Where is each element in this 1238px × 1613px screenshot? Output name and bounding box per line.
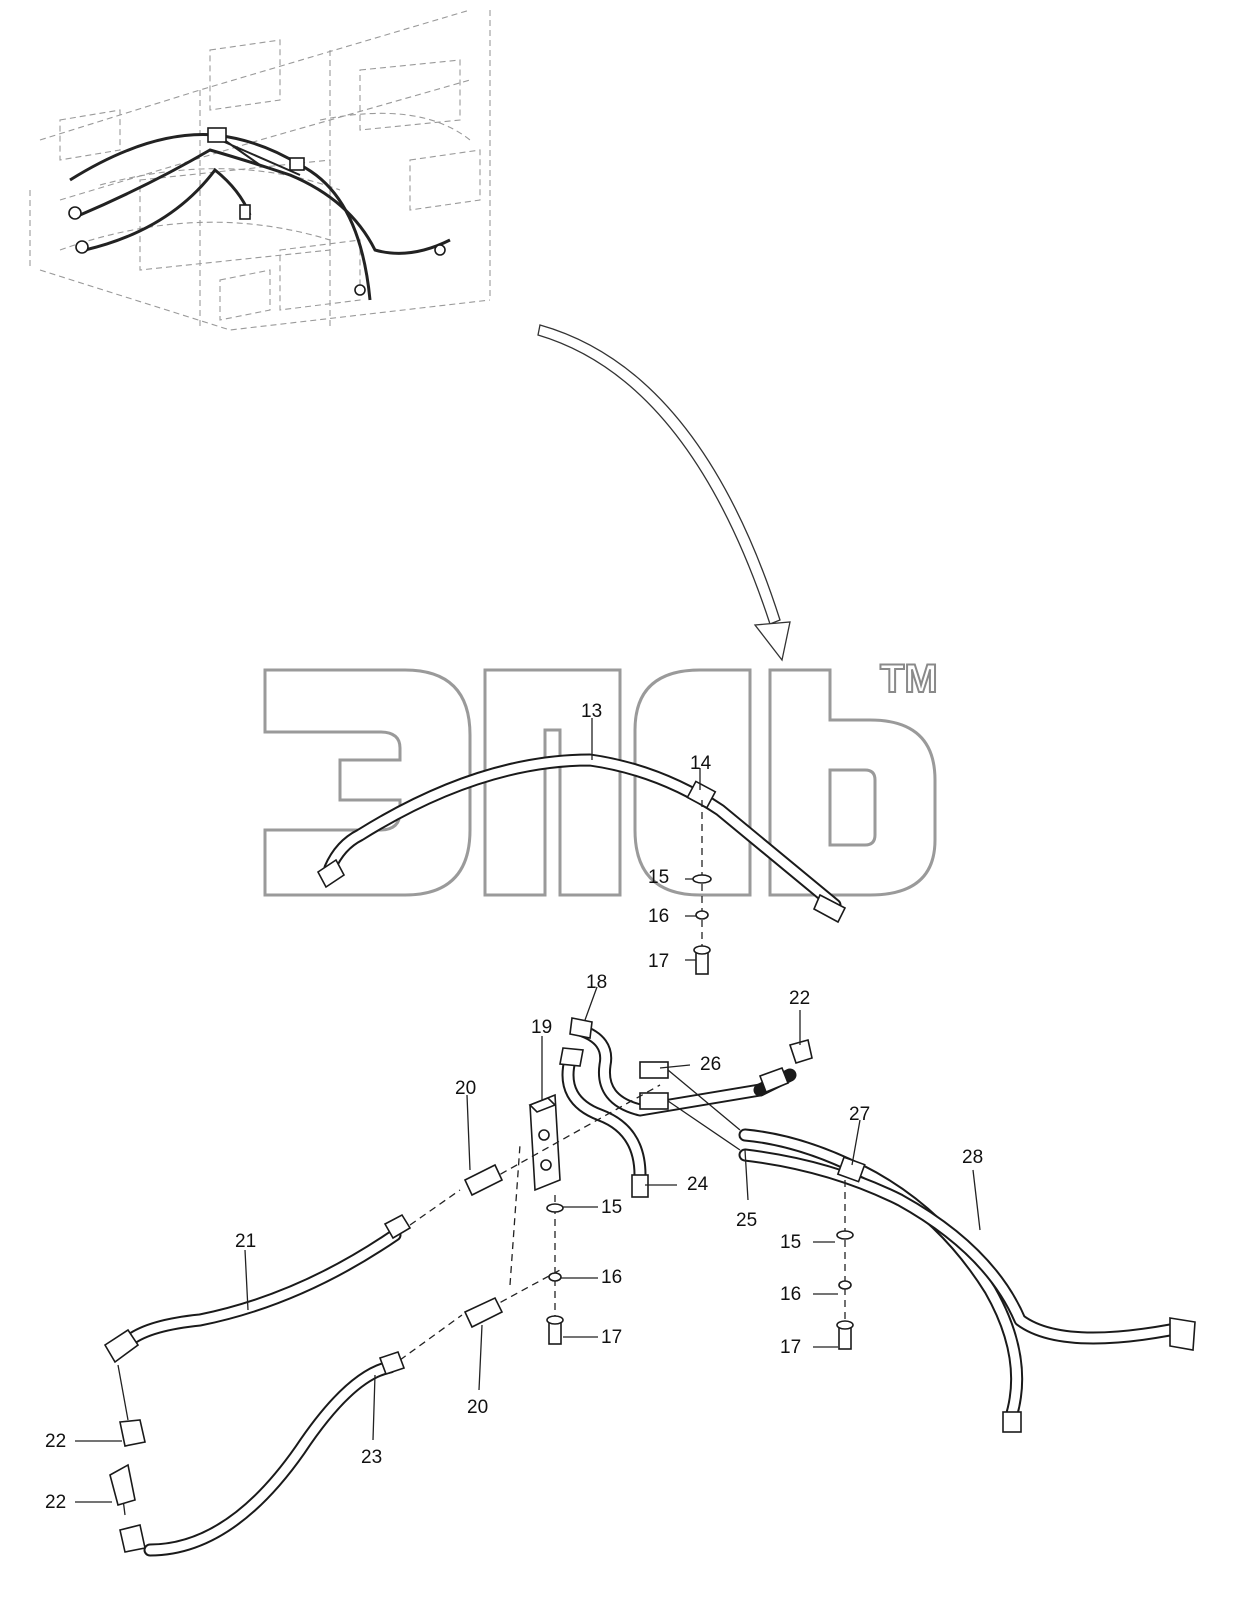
watermark-logo: TM [263,656,939,897]
callout-13: 13 [581,701,602,722]
fastener-stack-b [546,1195,564,1345]
callout-25: 25 [736,1210,757,1231]
callout-17: 17 [780,1337,801,1358]
callout-14: 14 [690,753,712,774]
callout-21: 21 [235,1231,256,1252]
callout-16: 16 [780,1284,801,1305]
callout-20: 20 [455,1078,476,1099]
fastener-stack-c [836,1180,854,1350]
callout-22: 22 [45,1492,66,1513]
callout-19: 19 [531,1017,552,1038]
callout-20: 20 [467,1397,488,1418]
bracket-19 [528,1093,561,1192]
callout-27: 27 [849,1104,870,1125]
callout-16: 16 [648,906,669,927]
trademark-mark: TM [880,657,938,701]
hose-25-28 [738,1039,1196,1433]
callout-24: 24 [687,1174,709,1195]
callout-28: 28 [962,1147,983,1168]
callout-15: 15 [648,867,669,888]
callout-22: 22 [45,1431,66,1452]
callout-22: 22 [789,988,810,1009]
elbows-22 [109,1364,146,1516]
hose-13 [316,753,847,924]
hose-21 [103,1189,461,1364]
leader-lines [75,718,981,1503]
callout-18: 18 [586,972,607,993]
view-arrow [537,324,791,662]
callout-15: 15 [601,1197,622,1218]
callout-17: 17 [601,1327,622,1348]
callout-15: 15 [780,1232,801,1253]
callout-labels: 13 14 15 16 17 18 19 20 22 26 24 25 15 1… [45,701,983,1513]
callout-17: 17 [648,951,669,972]
hose-23 [119,1314,463,1557]
hose-18-24 [559,1017,767,1198]
callout-23: 23 [361,1447,382,1468]
overview-inset [29,9,491,331]
adapters-26 [639,1061,741,1151]
union-fittings-20 [463,1084,661,1329]
callout-16: 16 [601,1267,622,1288]
fastener-stack-a [692,800,712,975]
callout-26: 26 [700,1054,721,1075]
